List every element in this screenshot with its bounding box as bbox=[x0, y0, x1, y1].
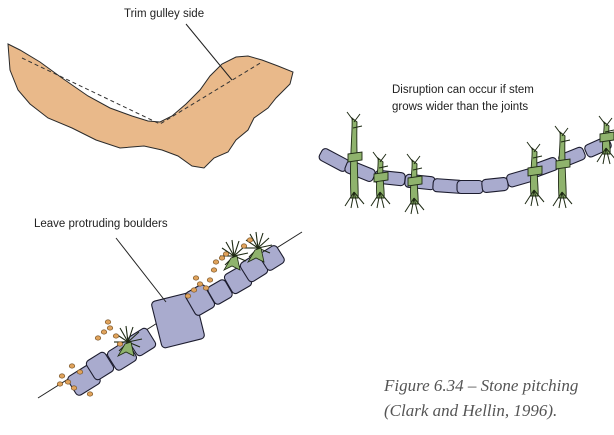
pebble-6 bbox=[69, 364, 75, 368]
pebble-16 bbox=[203, 286, 209, 290]
stone-6 bbox=[457, 181, 483, 194]
pebble-9 bbox=[107, 326, 113, 330]
pebble-15 bbox=[197, 282, 203, 286]
figure-caption-line-1: Figure 6.34 – Stone pitching bbox=[384, 374, 578, 398]
pebble-11 bbox=[95, 336, 101, 340]
pebble-10 bbox=[113, 334, 119, 338]
pebble-25 bbox=[247, 238, 253, 242]
pebble-17 bbox=[185, 294, 191, 298]
pebble-5 bbox=[87, 392, 93, 396]
pebble-24 bbox=[241, 244, 247, 248]
pebble-2 bbox=[65, 380, 71, 384]
pebble-7 bbox=[57, 382, 63, 386]
plant-stem-6 bbox=[597, 116, 614, 164]
boulder-row bbox=[38, 232, 302, 398]
boulders-label: Leave protruding boulders bbox=[34, 217, 168, 232]
pebble-3 bbox=[71, 386, 77, 390]
pebble-14 bbox=[191, 288, 197, 292]
plant-stem-3 bbox=[405, 154, 424, 214]
plant-stem-2 bbox=[371, 152, 390, 208]
pebble-20 bbox=[213, 260, 219, 264]
pebble-21 bbox=[219, 256, 225, 260]
stone-2 bbox=[344, 159, 377, 182]
gulley-cross-section bbox=[8, 24, 293, 168]
pebble-1 bbox=[59, 374, 65, 378]
trim-leader-line bbox=[186, 24, 232, 80]
plant-stem-4 bbox=[525, 142, 544, 206]
pebble-18 bbox=[207, 278, 213, 282]
disruption-label-line-2: grows wider than the joints bbox=[392, 100, 528, 115]
boulders-leader-line bbox=[116, 238, 166, 302]
pebble-13 bbox=[117, 342, 123, 346]
stone-7 bbox=[481, 177, 508, 193]
pebble-12 bbox=[105, 320, 111, 324]
trim-gulley-label: Trim gulley side bbox=[124, 7, 204, 22]
pebble-4 bbox=[77, 370, 83, 374]
plant-stem-5 bbox=[553, 126, 572, 208]
pebble-8 bbox=[101, 330, 107, 334]
disruption-label-line-1: Disruption can occur if stem bbox=[392, 83, 534, 98]
pebble-22 bbox=[211, 268, 217, 272]
stone-row-with-plants bbox=[318, 112, 614, 214]
figure-caption-line-2: (Clark and Hellin, 1996). bbox=[384, 399, 557, 423]
soil-section bbox=[8, 44, 293, 168]
pebble-19 bbox=[193, 276, 199, 280]
plant-stem-1 bbox=[345, 112, 364, 208]
pebble-23 bbox=[223, 252, 229, 256]
